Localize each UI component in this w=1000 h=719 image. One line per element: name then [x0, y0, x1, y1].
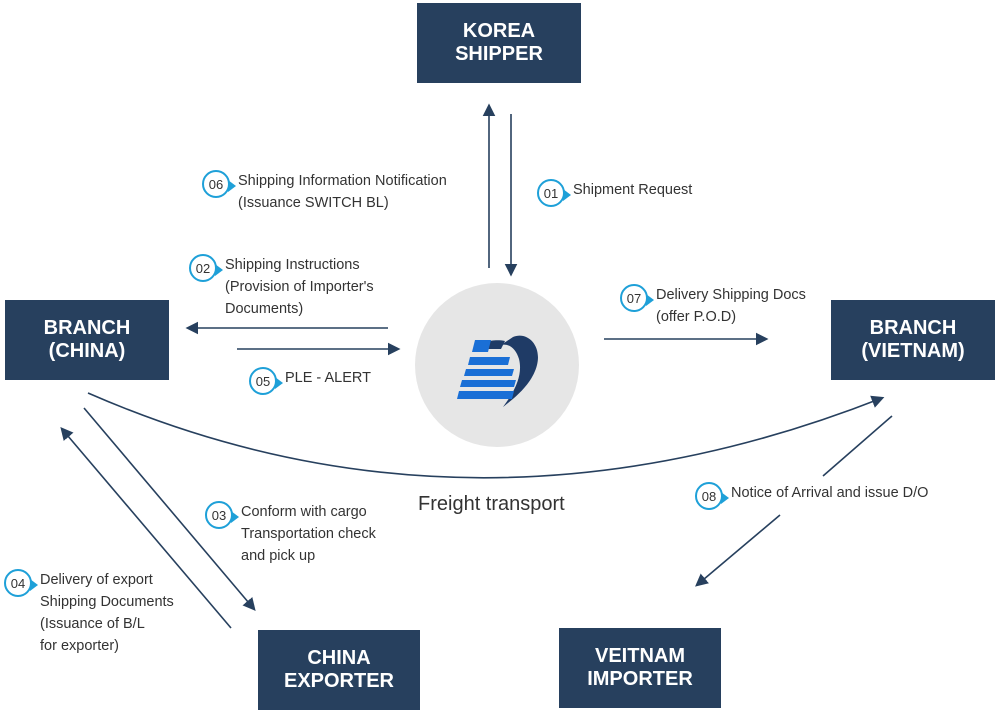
arrow-from-china-exporter: [60, 427, 232, 629]
arrow-to-china-exporter: [83, 407, 256, 611]
step-number-badge: 04: [4, 569, 38, 597]
step-05: 05 PLE - ALERT: [249, 367, 371, 395]
arrow-vietnam-segment: [822, 415, 893, 477]
step-01: 01 Shipment Request: [537, 179, 692, 207]
step-label: Notice of Arrival and issue D/O: [731, 485, 929, 501]
vietnam-importer-node: VEITNAM IMPORTER: [559, 628, 721, 708]
step-label: Delivery of export Shipping Documents (I…: [40, 572, 174, 654]
step-number-badge: 08: [695, 482, 729, 510]
step-label: PLE - ALERT: [285, 370, 371, 386]
branch-china-node: BRANCH (CHINA): [5, 300, 169, 380]
logo-circle: [415, 283, 579, 447]
step-number-badge: 05: [249, 367, 283, 395]
step-number-badge: 07: [620, 284, 654, 312]
step-08: 08 Notice of Arrival and issue D/O: [695, 482, 928, 510]
freight-curve: [87, 392, 885, 479]
step-number-badge: 01: [537, 179, 571, 207]
china-exporter-node: CHINA EXPORTER: [258, 630, 420, 710]
step-06: 06 Shipping Information Notification (Is…: [202, 170, 447, 214]
step-label: Delivery Shipping Docs (offer P.O.D): [656, 287, 806, 325]
step-number-badge: 06: [202, 170, 236, 198]
korea-shipper-node: KOREA SHIPPER: [417, 3, 581, 83]
branch-vietnam-node: BRANCH (VIETNAM): [831, 300, 995, 380]
step-03: 03 Conform with cargo Transportation che…: [205, 501, 376, 567]
step-label: Shipping Information Notification (Issua…: [238, 173, 447, 211]
step-02: 02 Shipping Instructions (Provision of I…: [189, 254, 374, 320]
step-number-badge: 03: [205, 501, 239, 529]
step-number-badge: 02: [189, 254, 223, 282]
freight-transport-label: Freight transport: [418, 493, 565, 515]
step-label: Conform with cargo Transportation check …: [241, 504, 376, 564]
company-logo: [457, 335, 538, 407]
arrow-to-vietnam-importer: [695, 514, 781, 587]
step-04: 04 Delivery of export Shipping Documents…: [4, 569, 174, 657]
step-label: Shipping Instructions (Provision of Impo…: [225, 257, 374, 317]
step-label: Shipment Request: [573, 182, 693, 198]
step-07: 07 Delivery Shipping Docs (offer P.O.D): [620, 284, 806, 328]
